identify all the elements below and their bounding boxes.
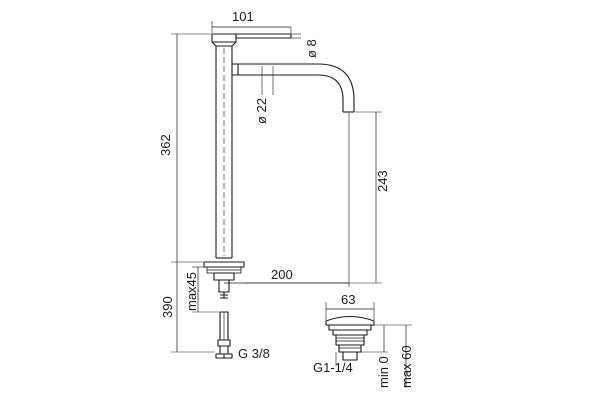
deck-nut xyxy=(218,279,230,293)
hose-hex-nut xyxy=(215,353,233,359)
waste-nut xyxy=(338,344,362,353)
deck-flange xyxy=(203,261,245,268)
hose-ferrule xyxy=(217,339,231,347)
spout-outer xyxy=(232,63,355,112)
dimension-reach xyxy=(224,113,350,287)
dimension-body-height xyxy=(171,33,211,263)
waste-flange xyxy=(328,324,372,331)
mixer-cap xyxy=(211,33,237,43)
dim-label-total-height: 390 xyxy=(160,296,175,318)
mixer-column xyxy=(215,46,233,258)
dimension-total-height xyxy=(171,262,215,353)
dimension-spout-height xyxy=(245,111,382,284)
dimension-max-deck xyxy=(192,266,219,313)
dim-label-spout-diameter: ø 22 xyxy=(254,98,269,124)
dim-label-top-width: 101 xyxy=(232,9,254,24)
mixer-body xyxy=(211,33,292,259)
dimension-spout-diameter xyxy=(261,66,274,95)
waste-body-thread xyxy=(336,337,364,342)
dimension-lever-diameter xyxy=(291,33,301,39)
dim-label-max-deck: max45 xyxy=(184,272,199,311)
dim-label-waste-thread: G1-1/4 xyxy=(313,360,353,375)
dimension-top-width xyxy=(211,21,292,33)
lever-handle xyxy=(235,33,292,39)
spout xyxy=(232,63,355,113)
rod-thread xyxy=(220,294,228,299)
hose-fitting xyxy=(219,345,229,355)
waste-tail xyxy=(342,351,358,361)
waste-cap xyxy=(325,315,375,326)
waste-body xyxy=(335,334,365,346)
dim-label-reach: 200 xyxy=(271,267,293,282)
dim-label-lever-diameter: ø 8 xyxy=(304,39,319,58)
dim-label-waste-max: max 60 xyxy=(399,345,414,388)
cap-collar xyxy=(211,41,237,47)
waste-washer xyxy=(332,329,368,336)
dim-label-spout-height: 243 xyxy=(375,170,390,192)
deck-washer xyxy=(213,272,235,281)
dimension-waste-width xyxy=(325,302,375,320)
dim-label-waste-min: min 0 xyxy=(376,356,391,388)
spout-inner xyxy=(232,74,344,112)
dimension-waste-height xyxy=(361,324,412,386)
flexible-hose xyxy=(215,311,233,359)
deck-fixing xyxy=(203,261,245,299)
waste-drain xyxy=(325,315,375,361)
dim-label-waste-width: 63 xyxy=(341,292,355,307)
dim-label-thread-hose: G 3/8 xyxy=(238,346,270,361)
dim-label-body-height: 362 xyxy=(158,134,173,156)
